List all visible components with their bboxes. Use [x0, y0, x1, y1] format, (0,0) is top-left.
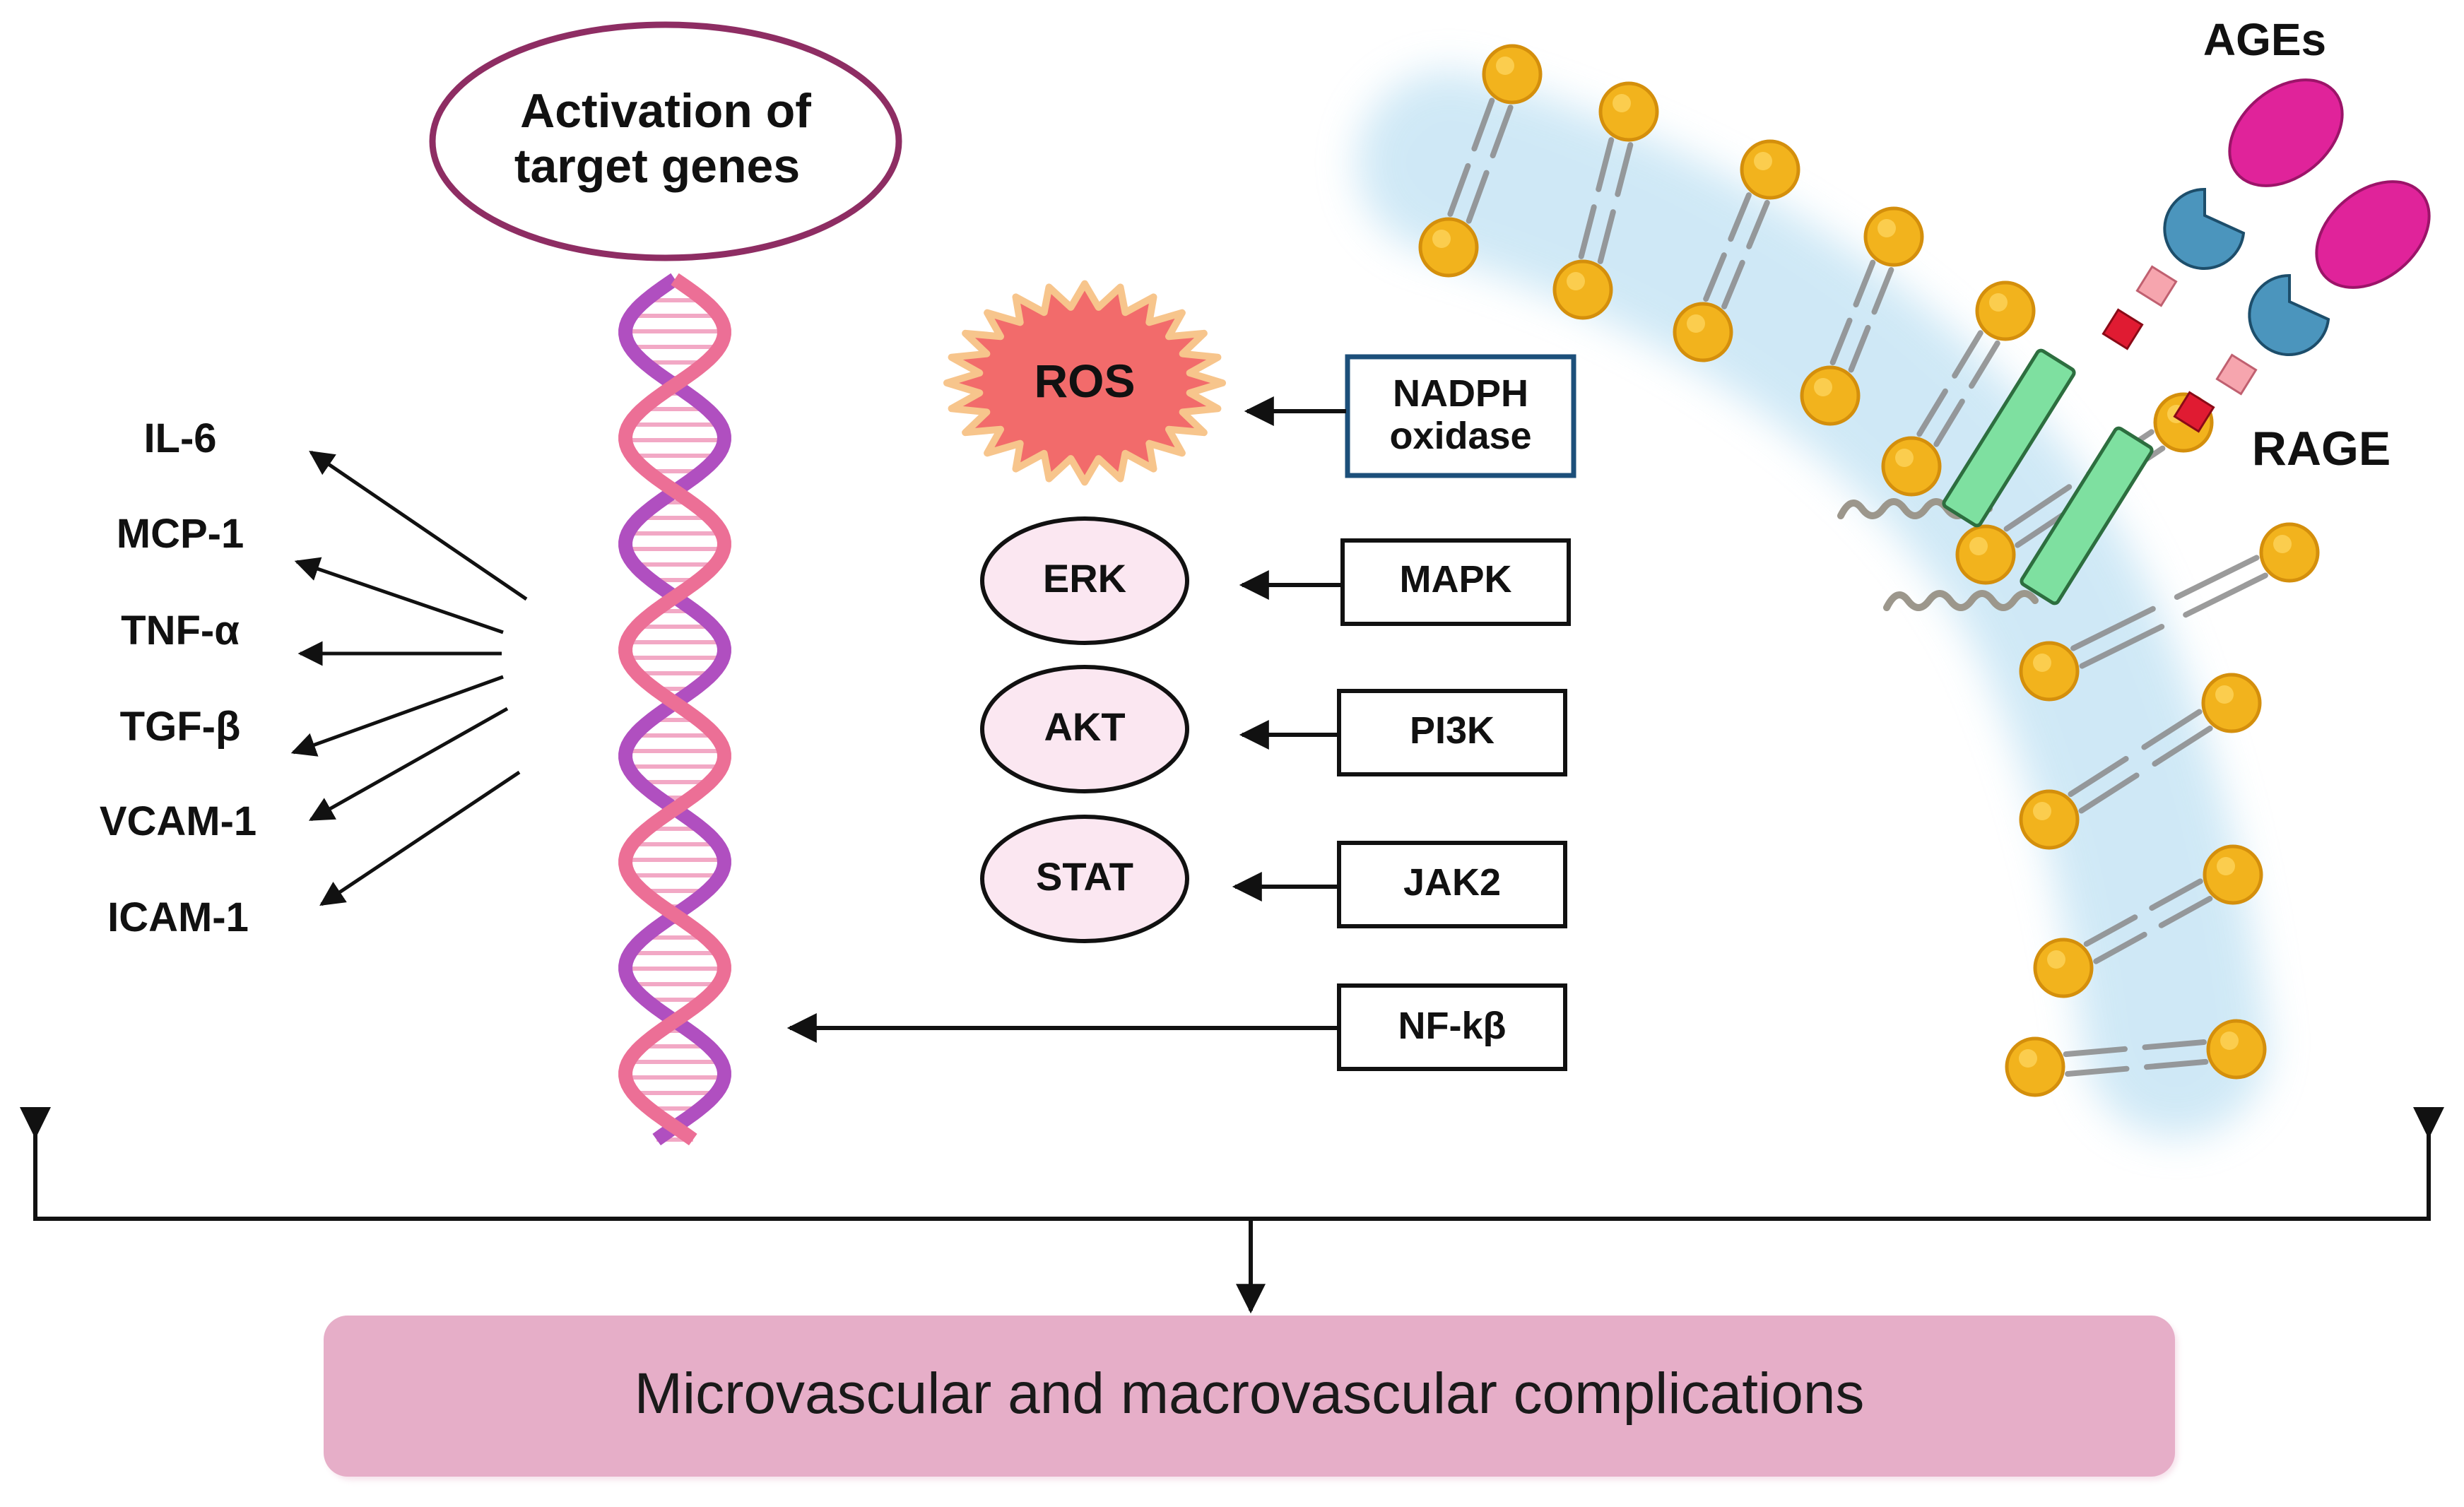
activation-of-target-genes-node: Activation of target genes [429, 21, 902, 261]
stat-label: STAT [1036, 854, 1133, 899]
gene-arrow [290, 675, 504, 757]
activation-label-line2: target genes [514, 139, 800, 193]
gene-arrow [309, 450, 528, 601]
convergence-bracket [33, 1116, 2431, 1314]
gene-arrows [290, 450, 528, 906]
mapk-node: MAPK [1340, 538, 1571, 626]
gene-label: TNF-α [121, 608, 240, 654]
target-gene-list: IL-6 MCP-1 TNF-α TGF-β VCAM-1 ICAM-1 [100, 415, 257, 940]
bracket-cap-left [20, 1107, 51, 1139]
akt-node: AKT [980, 665, 1189, 793]
stat-node: STAT [980, 815, 1189, 943]
gene-arrow [294, 557, 504, 634]
erk-label: ERK [1043, 556, 1126, 601]
akt-label: AKT [1044, 704, 1125, 749]
bracket-cap-right [2413, 1107, 2444, 1139]
rage-receptor-icon [1837, 187, 2330, 611]
gene-arrow [308, 707, 509, 822]
ros-label: ROS [1034, 355, 1135, 407]
pi3k-label: PI3K [1410, 709, 1495, 752]
gene-label: TGF-β [120, 704, 241, 750]
gene-arrow [319, 770, 521, 906]
gene-label: MCP-1 [117, 511, 244, 557]
nf-kb-label: NF-kβ [1398, 1005, 1507, 1047]
rage-label: RAGE [2252, 422, 2391, 475]
gene-label: ICAM-1 [107, 894, 249, 940]
pi3k-node: PI3K [1337, 689, 1567, 776]
nadph-label-line2: oxidase [1389, 415, 1531, 457]
cell-membrane-icon [1357, 44, 2320, 1137]
mapk-label: MAPK [1400, 558, 1512, 601]
nf-kb-node: NF-kβ [1337, 983, 1567, 1071]
ages-label: AGEs [2203, 14, 2326, 65]
nadph-oxidase-node: NADPH oxidase [1345, 354, 1576, 478]
gene-label: IL-6 [143, 415, 216, 461]
jak2-node: JAK2 [1337, 841, 1567, 928]
gene-label: VCAM-1 [100, 798, 257, 844]
ages-ligand-icon [2228, 78, 2431, 289]
outcome-box: Microvascular and macrovascular complica… [324, 1316, 2178, 1480]
ros-starburst-icon [943, 280, 1226, 486]
dna-helix-icon [618, 273, 731, 1146]
jak2-label: JAK2 [1403, 861, 1501, 904]
activation-label-line1: Activation of [520, 84, 811, 138]
erk-node: ERK [980, 516, 1189, 645]
outcome-label: Microvascular and macrovascular complica… [635, 1361, 1865, 1426]
nadph-label-line1: NADPH [1393, 372, 1528, 415]
